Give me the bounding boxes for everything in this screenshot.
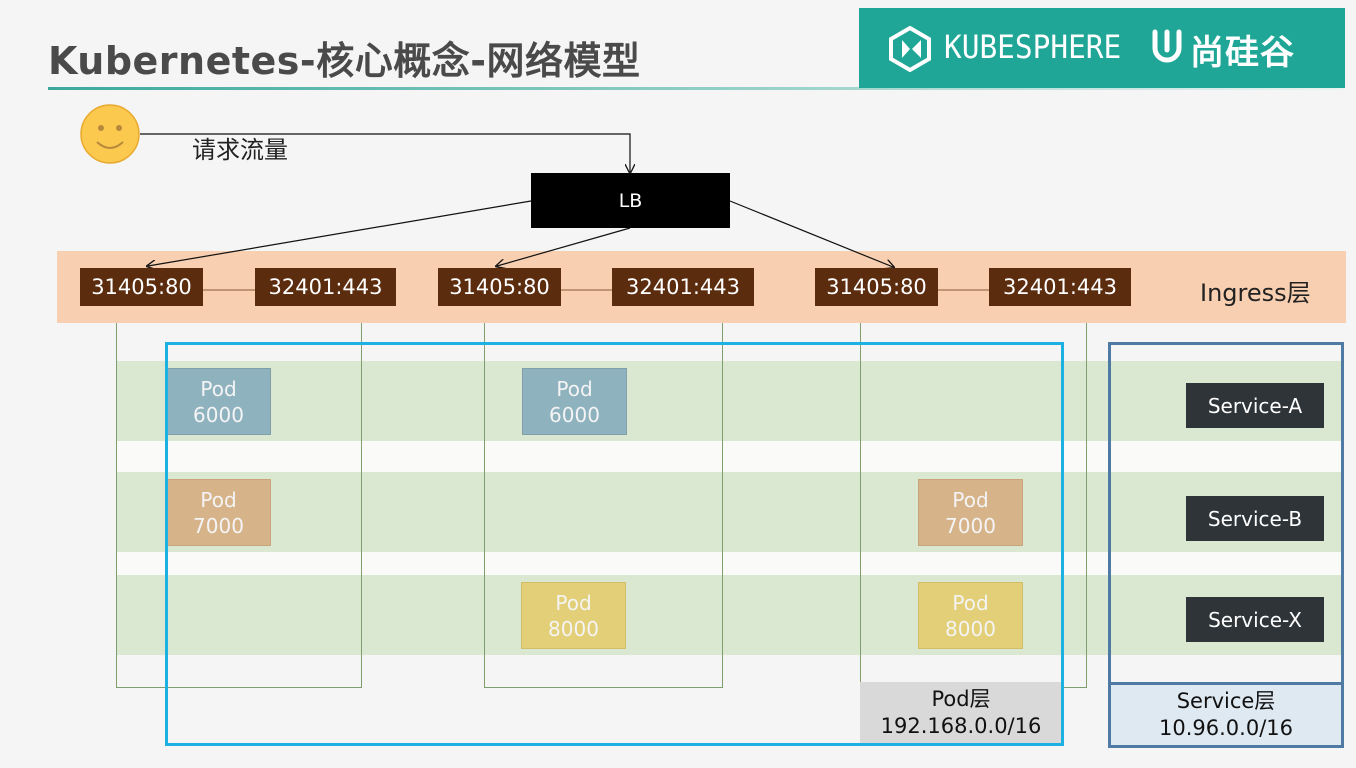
slide-title: Kubernetes-核心概念-网络模型	[48, 39, 641, 83]
atguigu-wordmark: 尚硅谷	[1190, 33, 1295, 73]
node-frame	[484, 323, 723, 688]
ingress-port: 32401:443	[612, 268, 754, 306]
pod-layer-cidr: 192.168.0.0/16	[880, 714, 1042, 738]
atguigu-logo-icon	[1152, 29, 1182, 63]
pod-port: 7000	[193, 513, 244, 538]
ingress-port: 32401:443	[255, 268, 396, 306]
band-separator	[116, 552, 1344, 575]
pod-name: Pod	[952, 590, 989, 615]
service-a-band	[116, 361, 1344, 441]
pod-name: Pod	[200, 487, 237, 512]
ingress-port: 32401:443	[989, 268, 1131, 306]
service-network-frame	[1108, 342, 1344, 748]
ingress-port: 31405:80	[438, 268, 561, 306]
service-b: Service-B	[1186, 496, 1324, 541]
ingress-port: 31405:80	[80, 268, 203, 306]
pod-name: Pod	[952, 487, 989, 512]
pod-7000: Pod 7000	[918, 479, 1023, 546]
kubesphere-wordmark: KUBESPHERE	[944, 28, 1122, 66]
node-frame	[116, 323, 362, 688]
pod-port: 8000	[548, 616, 599, 641]
pod-port: 6000	[193, 402, 244, 427]
title-underline	[48, 87, 1343, 90]
pod-8000: Pod 8000	[521, 582, 626, 649]
service-caption-divider	[1108, 682, 1344, 685]
service-layer-label: Service层	[1176, 689, 1276, 713]
service-a: Service-A	[1186, 383, 1324, 428]
pod-name: Pod	[200, 376, 237, 401]
request-traffic-label: 请求流量	[192, 136, 288, 164]
pod-layer-label: Pod层	[931, 687, 991, 711]
pod-port: 6000	[549, 402, 600, 427]
pod-port: 8000	[945, 616, 996, 641]
pod-port: 7000	[945, 513, 996, 538]
pod-7000: Pod 7000	[166, 479, 271, 546]
pod-6000: Pod 6000	[166, 368, 271, 435]
service-x: Service-X	[1186, 597, 1324, 642]
ingress-port: 31405:80	[815, 268, 938, 306]
pod-6000: Pod 6000	[522, 368, 627, 435]
service-x-band	[116, 575, 1344, 655]
service-layer-cidr: 10.96.0.0/16	[1159, 716, 1293, 740]
service-layer-caption: Service层 10.96.0.0/16	[1111, 685, 1341, 745]
load-balancer-box: LB	[531, 173, 730, 228]
ingress-layer-label: Ingress层	[1200, 279, 1311, 307]
pod-name: Pod	[555, 590, 592, 615]
service-b-band	[116, 472, 1344, 552]
band-separator	[116, 441, 1344, 472]
brand-banner	[859, 8, 1345, 88]
pod-name: Pod	[556, 376, 593, 401]
kubesphere-logo-icon	[889, 26, 931, 72]
smiley-face-icon	[80, 104, 140, 164]
pod-network-frame	[165, 342, 1064, 746]
pod-layer-caption: Pod层 192.168.0.0/16	[860, 682, 1062, 745]
pod-8000: Pod 8000	[918, 582, 1023, 649]
